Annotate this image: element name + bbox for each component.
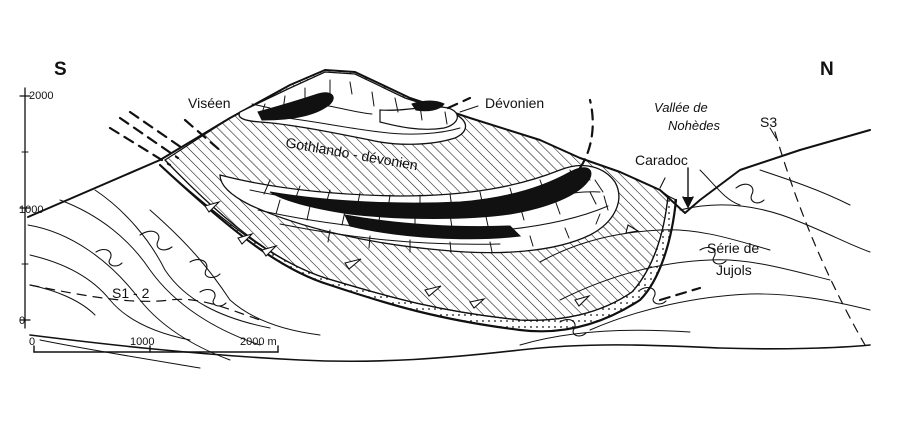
north-label: N <box>820 59 834 80</box>
devonien-leader <box>459 105 479 113</box>
unit-viseen <box>257 92 592 240</box>
thrust-arrows <box>204 200 640 309</box>
viseen-leader <box>251 103 271 109</box>
s3-leader <box>769 127 777 139</box>
tick-label-2000: 2000 <box>29 90 53 102</box>
s12-label: S1 - 2 <box>112 285 150 301</box>
scale-bar: 0 1000 2000 m <box>29 336 279 353</box>
tick-label-1000: 1000 <box>19 204 43 216</box>
viseen-label: Viséen <box>188 95 231 111</box>
south-label: S <box>54 59 67 80</box>
tick-label-0: 0 <box>19 315 25 327</box>
s3-label: S3 <box>760 114 777 130</box>
caradoc-label: Caradoc <box>635 152 688 168</box>
jujols-label-line2: Jujols <box>716 262 752 278</box>
valley-arrow <box>682 167 694 208</box>
unit-gothlando-devonien <box>163 69 669 321</box>
devonien-label: Dévonien <box>485 95 544 111</box>
scale-tick-2000: 2000 m <box>240 336 277 348</box>
valley-label-line1: Vallée de <box>654 100 708 115</box>
valley-label-line2: Nohèdes <box>668 118 721 133</box>
minor-folds <box>95 183 765 337</box>
projected-faults <box>108 96 702 302</box>
scale-tick-0: 0 <box>29 336 35 348</box>
jujols-label-line1: Série de <box>707 240 759 256</box>
scale-tick-1000: 1000 <box>130 336 154 348</box>
s3-trace <box>774 131 866 346</box>
section-base <box>29 334 871 363</box>
caradoc-leader <box>659 177 666 189</box>
